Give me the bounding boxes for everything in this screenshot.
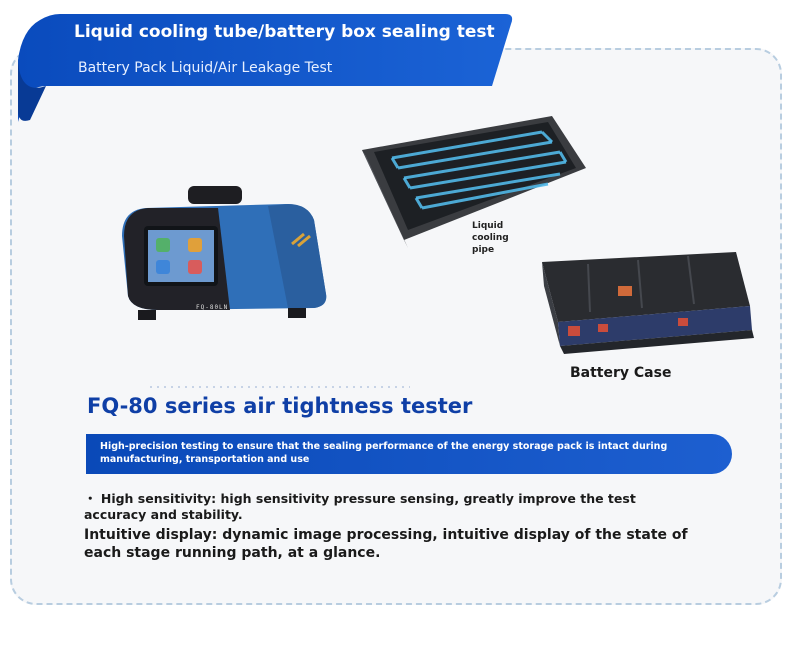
product-description: High-precision testing to ensure that th… <box>100 441 668 465</box>
header-banner: Liquid cooling tube/battery box sealing … <box>0 0 560 130</box>
cooling-plate-image <box>352 108 592 252</box>
product-title: FQ-80 series air tightness tester <box>87 394 473 418</box>
banner-shape <box>18 14 513 122</box>
description-bar: High-precision testing to ensure that th… <box>86 434 732 474</box>
liquid-cooling-pipe-label: Liquid cooling pipe <box>472 221 509 255</box>
banner-title: Liquid cooling tube/battery box sealing … <box>74 22 495 42</box>
tester-device-image: FQ-80LN <box>118 186 328 330</box>
feature-high-sensitivity: ・ High sensitivity: high sensitivity pre… <box>84 491 636 522</box>
battery-case-image <box>528 242 758 366</box>
battery-case-label: Battery Case <box>570 365 672 381</box>
decorative-dots <box>150 386 410 388</box>
banner-subtitle: Battery Pack Liquid/Air Leakage Test <box>78 60 333 76</box>
feature-intuitive-display: Intuitive display: dynamic image process… <box>84 527 688 561</box>
device-model-label: FQ-80LN <box>196 304 229 311</box>
